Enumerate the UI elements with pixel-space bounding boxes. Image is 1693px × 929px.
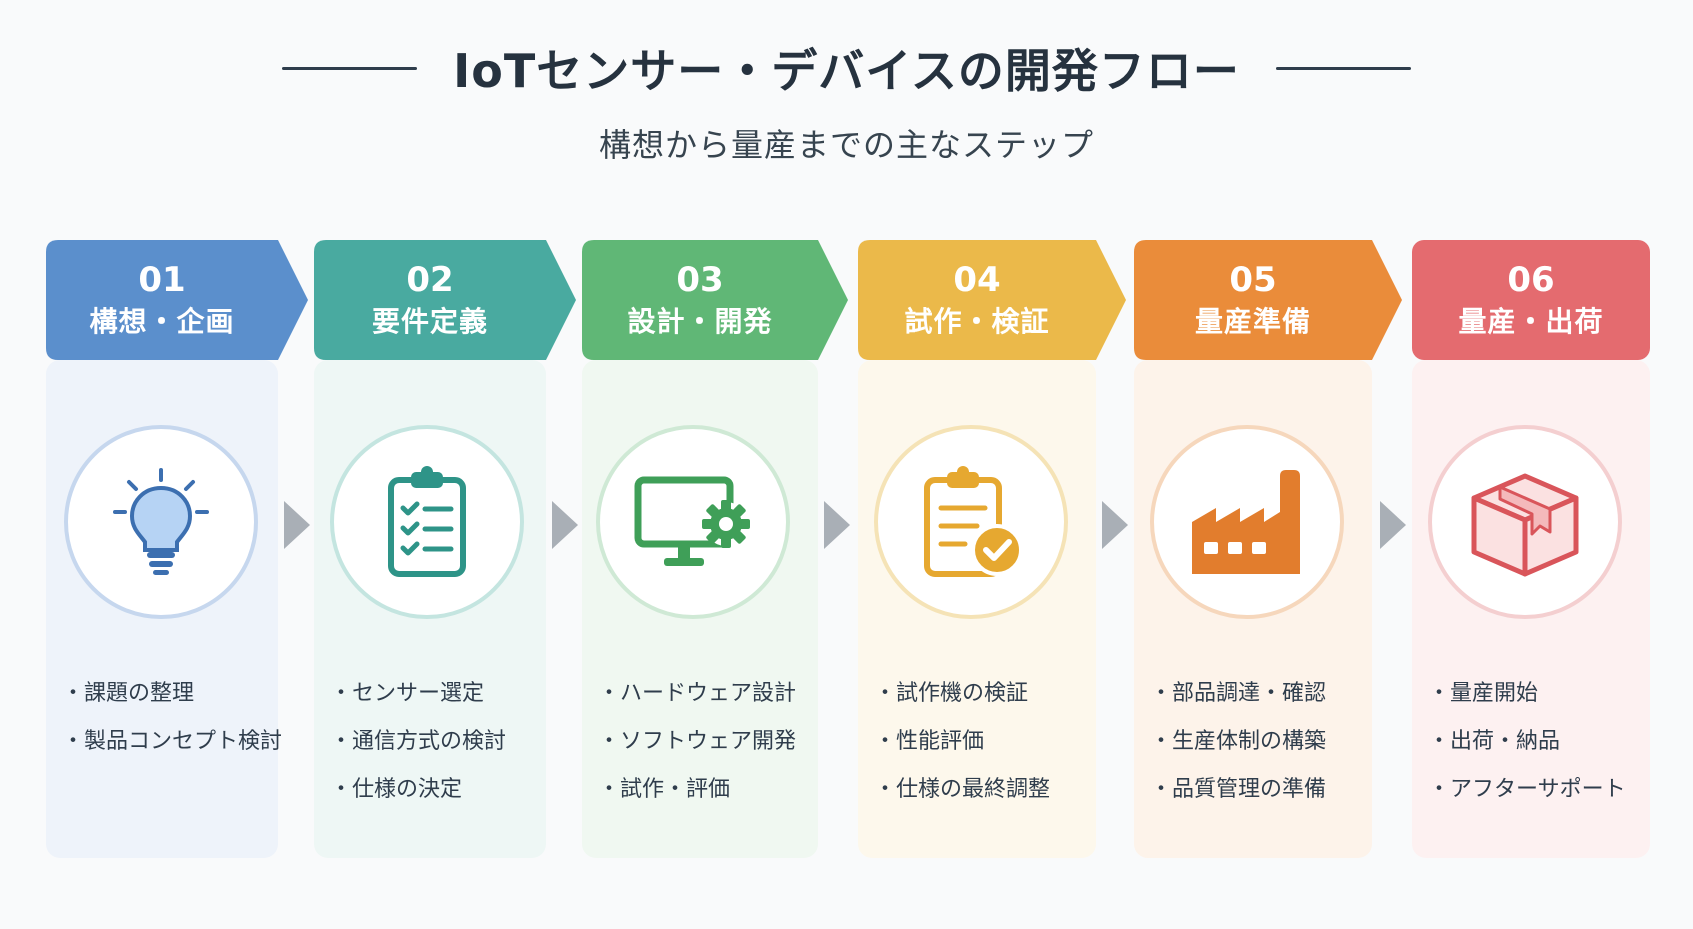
step-name: 構想・企画 (89, 305, 235, 338)
step-number: 05 (1229, 260, 1277, 300)
list-item: ハードウェア設計 (598, 670, 818, 718)
factory-icon (1192, 470, 1300, 574)
step-icon-circle (596, 425, 790, 619)
flow-arrow (284, 501, 310, 549)
step-header-arrow (314, 240, 576, 360)
step-number: 02 (406, 260, 454, 300)
step-icon-circle (1428, 425, 1622, 619)
step-header-box (1412, 240, 1650, 360)
step-bullet-list: センサー選定 通信方式の検討 仕様の決定 (330, 670, 546, 814)
flow-arrow (1102, 501, 1128, 549)
step-number: 06 (1507, 260, 1555, 300)
lightbulb-icon (113, 468, 209, 575)
step-3: 03 設計・開発 (582, 240, 848, 858)
step-name: 量産準備 (1194, 305, 1311, 338)
step-header-arrow (858, 240, 1126, 360)
step-number: 04 (953, 260, 1001, 300)
step-5: 05 量産準備 部品調達・確認 生産体制の構築 品質管理の準備 (1134, 240, 1402, 858)
list-item: 製品コンセプト検討 (62, 718, 282, 766)
step-icon-circle (1150, 425, 1344, 619)
step-1: 01 構想・企画 課題の整理 製品コンセプト検討 (46, 240, 308, 858)
step-name: 量産・出荷 (1458, 305, 1604, 338)
step-bullet-list: 試作機の検証 性能評価 仕様の最終調整 (874, 670, 1096, 814)
step-bullet-list: 課題の整理 製品コンセプト検討 (62, 670, 282, 766)
list-item: ソフトウェア開発 (598, 718, 818, 766)
flow-arrow (552, 501, 578, 549)
step-header-arrow (46, 240, 308, 360)
list-item: 試作・評価 (598, 766, 818, 814)
step-header: 04 試作・検証 (858, 240, 1096, 360)
step-header-arrow (582, 240, 848, 360)
step-number: 03 (676, 260, 724, 300)
step-header: 05 量産準備 (1134, 240, 1372, 360)
step-4: 04 試作・検証 試作機の検証 性能評価 仕様の最終調整 (858, 240, 1126, 858)
step-name: 要件定義 (371, 305, 488, 338)
list-item: 性能評価 (874, 718, 1096, 766)
flow-arrow (824, 501, 850, 549)
step-6: 06 量産・出荷 量産開始 出荷・納品 アフターサポート (1412, 240, 1650, 858)
list-item: 出荷・納品 (1428, 718, 1650, 766)
package-box-icon (1471, 473, 1579, 577)
monitor-gear-icon (634, 476, 750, 566)
list-item: 品質管理の準備 (1150, 766, 1372, 814)
step-bullet-list: 量産開始 出荷・納品 アフターサポート (1428, 670, 1650, 814)
list-item: 通信方式の検討 (330, 718, 546, 766)
step-icon-circle (874, 425, 1068, 619)
list-item: アフターサポート (1428, 766, 1650, 814)
title-right-rule (1275, 66, 1411, 70)
step-header: 06 量産・出荷 (1412, 240, 1650, 360)
step-2: 02 要件定義 センサー選定 通信方式の検討 仕様の決定 (314, 240, 576, 858)
list-item: 生産体制の構築 (1150, 718, 1372, 766)
step-icon-circle (330, 425, 524, 619)
page-subtitle: 構想から量産までの主なステップ (598, 126, 1094, 164)
step-bullet-list: 部品調達・確認 生産体制の構築 品質管理の準備 (1150, 670, 1372, 814)
list-item: 量産開始 (1428, 670, 1650, 718)
step-header: 01 構想・企画 (46, 240, 278, 360)
flow-arrow (1380, 501, 1406, 549)
step-name: 試作・検証 (904, 305, 1050, 338)
list-item: 課題の整理 (62, 670, 278, 718)
step-header: 03 設計・開発 (582, 240, 818, 360)
title-left-rule (282, 66, 418, 70)
step-icon-circle (64, 425, 258, 619)
step-header: 02 要件定義 (314, 240, 546, 360)
step-number: 01 (138, 260, 186, 300)
page-title: IoTセンサー・デバイスの開発フロー (453, 44, 1240, 98)
clipboard-check-icon (924, 466, 1023, 577)
step-name: 設計・開発 (627, 305, 773, 338)
list-item: 部品調達・確認 (1150, 670, 1372, 718)
step-header-arrow (1134, 240, 1402, 360)
title-row: IoTセンサー・デバイスの開発フロー (0, 30, 1693, 106)
list-item: 仕様の最終調整 (874, 766, 1096, 814)
clipboard-checklist-icon (388, 466, 466, 577)
step-bullet-list: ハードウェア設計 ソフトウェア開発 試作・評価 (598, 670, 818, 814)
list-item: 試作機の検証 (874, 670, 1096, 718)
list-item: 仕様の決定 (330, 766, 546, 814)
list-item: センサー選定 (330, 670, 546, 718)
